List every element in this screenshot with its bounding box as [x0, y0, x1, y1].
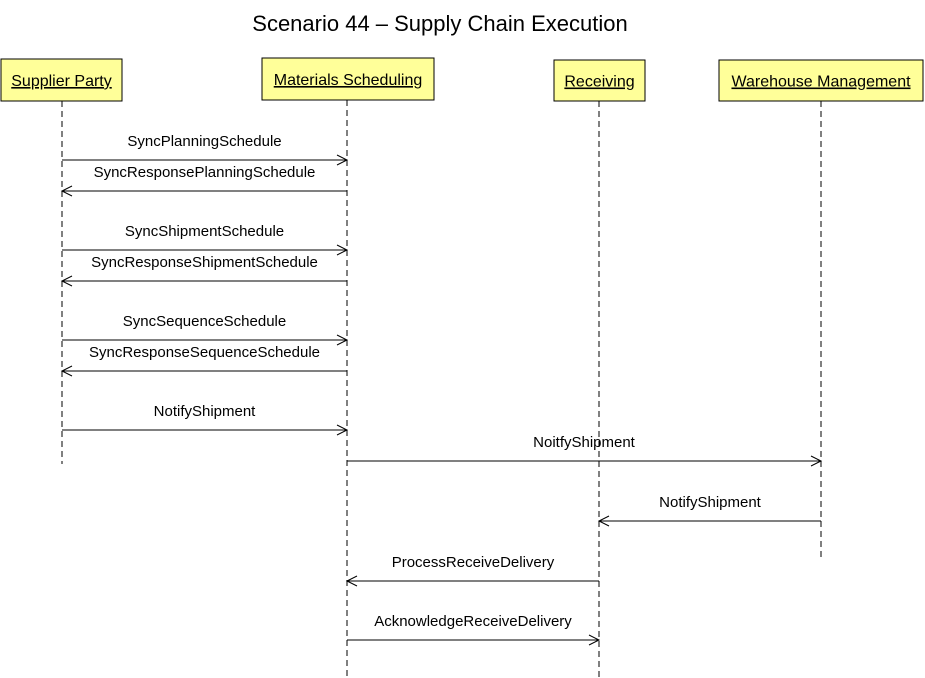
participant-box-supplier [0, 58, 123, 102]
participant-label-warehouse: Warehouse Management [731, 74, 911, 91]
message-label: SyncResponseShipmentSchedule [91, 254, 318, 271]
message-label: SyncShipmentSchedule [125, 223, 284, 240]
message-label: ProcessReceiveDelivery [392, 554, 555, 571]
message-3: SyncShipmentSchedule [62, 223, 349, 256]
message-arrowhead [60, 365, 73, 377]
message-arrowhead [597, 515, 610, 527]
message-arrowhead [60, 275, 73, 287]
diagram-title: Scenario 44 – Supply Chain Execution [252, 11, 627, 36]
message-9: NotifyShipment [597, 494, 821, 527]
lifelines [61, 100, 822, 678]
participant-label-supplier: Supplier Party [11, 73, 112, 90]
participant-box-materials [261, 57, 435, 101]
participant-label-materials: Materials Scheduling [274, 72, 423, 89]
message-label: SyncResponsePlanningSchedule [94, 164, 316, 181]
messages: SyncPlanningScheduleSyncResponsePlanning… [60, 133, 823, 646]
message-label: NotifyShipment [154, 403, 257, 420]
message-arrowhead [345, 575, 358, 587]
participant-supplier: Supplier Party [0, 58, 123, 102]
message-arrowhead [588, 634, 601, 646]
message-11: AcknowledgeReceiveDelivery [347, 613, 601, 646]
message-1: SyncPlanningSchedule [62, 133, 349, 166]
participant-box-warehouse [718, 59, 924, 102]
participant-materials: Materials Scheduling [261, 57, 435, 101]
message-arrowhead [336, 154, 349, 166]
message-label: NotifyShipment [659, 494, 762, 511]
message-4: SyncResponseShipmentSchedule [60, 254, 347, 287]
participant-receiving: Receiving [553, 59, 646, 102]
message-6: SyncResponseSequenceSchedule [60, 344, 347, 377]
participants: Supplier Party Materials Scheduling Receiv… [0, 57, 924, 102]
participant-label-receiving: Receiving [564, 74, 634, 91]
message-2: SyncResponsePlanningSchedule [60, 164, 347, 197]
message-5: SyncSequenceSchedule [62, 313, 349, 346]
message-label: SyncSequenceSchedule [123, 313, 286, 330]
message-label: AcknowledgeReceiveDelivery [374, 613, 572, 630]
message-label: SyncResponseSequenceSchedule [89, 344, 320, 361]
participant-box-receiving [553, 59, 646, 102]
message-label: SyncPlanningSchedule [127, 133, 281, 150]
participant-warehouse: Warehouse Management [718, 59, 924, 102]
message-arrowhead [60, 185, 73, 197]
message-10: ProcessReceiveDelivery [345, 554, 599, 587]
message-arrowhead [336, 244, 349, 256]
message-8: NoitfyShipment [347, 434, 823, 467]
message-arrowhead [810, 455, 823, 467]
message-arrowhead [336, 334, 349, 346]
message-label: NoitfyShipment [533, 434, 636, 451]
message-arrowhead [336, 424, 349, 436]
message-7: NotifyShipment [62, 403, 349, 436]
